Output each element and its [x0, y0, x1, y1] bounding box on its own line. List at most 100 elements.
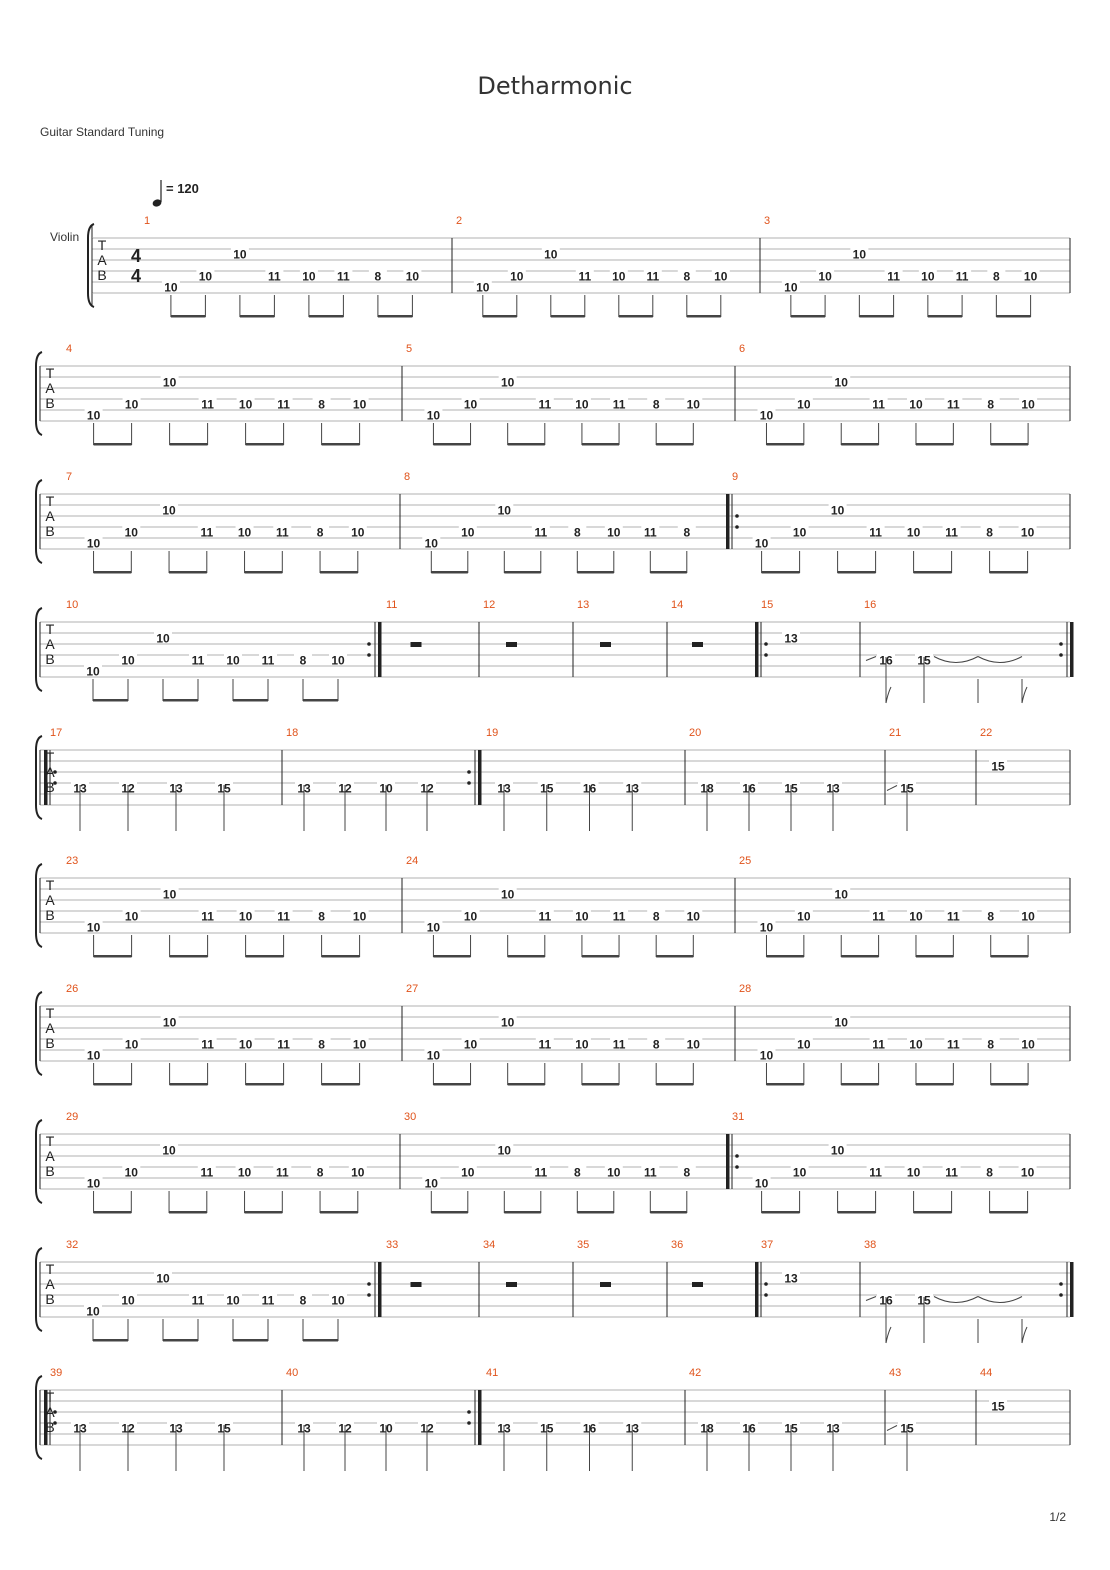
- fret-number: 10: [331, 1294, 345, 1308]
- fret-number: 10: [755, 537, 769, 551]
- tie-arc: [977, 656, 1023, 663]
- fret-number: 10: [714, 270, 728, 284]
- fret-bg: [348, 525, 367, 538]
- eighth-beam: [93, 955, 132, 958]
- eighth-flag: [1021, 1326, 1028, 1344]
- eighth-beam: [841, 443, 879, 446]
- measure-number: 43: [889, 1367, 901, 1379]
- fret-number: 10: [163, 376, 177, 390]
- fret-bg: [884, 269, 903, 282]
- repeat-dot: [1059, 1282, 1063, 1286]
- fret-number: 11: [644, 1166, 657, 1180]
- tab-clef-letter: T: [98, 237, 107, 253]
- repeat-dot: [53, 1421, 57, 1425]
- fret-number: 10: [121, 1294, 135, 1308]
- fret-bg: [350, 397, 369, 410]
- eighth-beam: [93, 1211, 132, 1214]
- eighth-beam: [507, 1083, 545, 1086]
- fret-number: 10: [156, 1272, 170, 1286]
- slide-mark: [886, 1425, 898, 1431]
- fret-number: 11: [277, 1038, 290, 1052]
- fret-bg: [604, 1165, 623, 1178]
- measure-number: 33: [386, 1239, 398, 1251]
- fret-number: 10: [498, 504, 512, 518]
- fret-bg: [906, 1037, 925, 1050]
- fret-bg: [782, 1271, 800, 1284]
- fret-bg: [236, 1037, 255, 1050]
- eighth-beam: [761, 1211, 800, 1214]
- page-number: 1/2: [1049, 1510, 1066, 1524]
- eighth-beam: [303, 699, 338, 702]
- fret-bg: [918, 269, 937, 282]
- fret-number: 11: [201, 398, 214, 412]
- fret-bg: [498, 375, 517, 388]
- eighth-beam: [169, 443, 208, 446]
- fret-bg: [1019, 397, 1038, 410]
- eighth-beam: [244, 1211, 283, 1214]
- eighth-beam: [581, 955, 620, 958]
- repeat-start-thick: [44, 1390, 48, 1445]
- fret-bg: [224, 1293, 242, 1306]
- measure-number: 17: [50, 727, 62, 739]
- fret-bg: [403, 269, 422, 282]
- eighth-flag: [1021, 686, 1028, 704]
- fret-number: 10: [226, 1294, 240, 1308]
- eighth-beam: [650, 1211, 687, 1214]
- fret-number: 11: [200, 1166, 213, 1180]
- fret-number: 10: [831, 1144, 845, 1158]
- fret-bg: [119, 1293, 137, 1306]
- eighth-beam: [990, 1083, 1029, 1086]
- measure-number: 36: [671, 1239, 683, 1251]
- tab-clef-letter: A: [45, 1276, 55, 1292]
- measure-number: 2: [456, 215, 462, 227]
- repeat-end-thick: [378, 1262, 382, 1317]
- eighth-beam: [650, 571, 687, 574]
- fret-number: 11: [947, 910, 960, 924]
- repeat-dot: [467, 781, 471, 785]
- measure-number: 39: [50, 1367, 62, 1379]
- eighth-beam: [859, 315, 894, 318]
- eighth-beam: [990, 955, 1029, 958]
- system-brace: [35, 991, 43, 1076]
- fret-number: 10: [406, 270, 420, 284]
- eighth-beam: [990, 443, 1029, 446]
- fret-bg: [196, 269, 215, 282]
- eighth-beam: [656, 955, 694, 958]
- fret-number: 10: [575, 910, 589, 924]
- measure-number: 27: [406, 983, 418, 995]
- fret-bg: [273, 525, 292, 538]
- fret-bg: [259, 653, 277, 666]
- fret-bg: [458, 525, 477, 538]
- eighth-beam: [996, 315, 1031, 318]
- eighth-beam: [656, 443, 694, 446]
- fret-bg: [942, 525, 961, 538]
- fret-bg: [498, 1015, 517, 1028]
- measure-number: 8: [404, 471, 410, 483]
- repeat-dot: [53, 781, 57, 785]
- measure-number: 24: [406, 855, 418, 867]
- fret-bg: [461, 1037, 480, 1050]
- repeat-dot: [53, 770, 57, 774]
- fret-number: 10: [760, 1049, 774, 1063]
- fret-bg: [84, 408, 103, 421]
- fret-number: 10: [351, 526, 365, 540]
- fret-bg: [850, 247, 869, 260]
- fret-number: 10: [501, 376, 515, 390]
- fret-number: 8: [300, 654, 307, 668]
- eighth-beam: [245, 1083, 284, 1086]
- fret-bg: [495, 503, 514, 516]
- fret-bg: [348, 1165, 367, 1178]
- fret-number: 10: [331, 654, 345, 668]
- fret-bg: [198, 1037, 217, 1050]
- fret-number: 10: [501, 1016, 515, 1030]
- measure-number: 30: [404, 1111, 416, 1123]
- tie-arc: [977, 1296, 1023, 1303]
- eighth-beam: [841, 1083, 879, 1086]
- system-brace: [87, 223, 95, 308]
- measure-number: 18: [286, 727, 298, 739]
- fret-bg: [122, 397, 141, 410]
- fret-number: 10: [501, 888, 515, 902]
- fret-bg: [495, 1143, 514, 1156]
- fret-bg: [609, 269, 628, 282]
